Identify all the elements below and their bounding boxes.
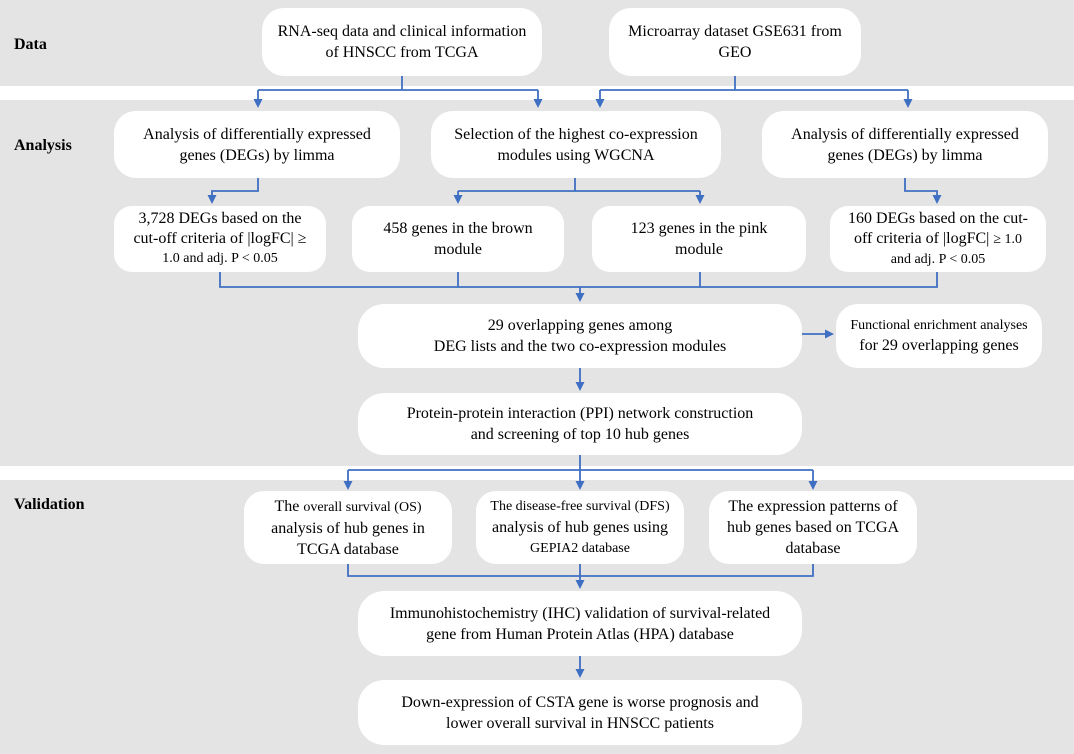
node-wgcna: Selection of the highest co-expression m… (431, 111, 721, 178)
node-brown-module: 458 genes in the brown module (352, 206, 564, 272)
node-degs-3728: 3,728 DEGs based on the cut-off criteria… (114, 206, 326, 272)
node-expression-patterns: The expression patterns of hub genes bas… (709, 491, 917, 564)
node-geo-source: Microarray dataset GSE631 from GEO (609, 8, 861, 76)
node-os-analysis: The overall survival (OS) analysis of hu… (244, 491, 452, 564)
node-pink-module: 123 genes in the pink module (592, 206, 806, 272)
node-deg-geo: Analysis of differentially expressed gen… (762, 111, 1048, 178)
node-overlap: 29 overlapping genes among DEG lists and… (358, 304, 802, 368)
arrow-merge-line (219, 272, 938, 288)
arrow-deg-geo-to-160 (904, 178, 942, 204)
section-label-analysis: Analysis (14, 137, 72, 154)
arrow-deg-tcga-to-3728 (207, 178, 259, 204)
node-dfs-analysis: The disease-free survival (DFS) analysis… (476, 491, 684, 564)
node-ppi: Protein-protein interaction (PPI) networ… (358, 393, 802, 455)
node-degs-160: 160 DEGs based on the cut- off criteria … (830, 206, 1046, 272)
section-label-validation: Validation (14, 496, 85, 513)
node-csta-conclusion: Down-expression of CSTA gene is worse pr… (358, 680, 802, 745)
node-tcga-source: RNA-seq data and clinical information of… (262, 8, 542, 76)
node-deg-tcga: Analysis of differentially expressed gen… (114, 111, 400, 178)
section-label-data: Data (14, 36, 47, 53)
node-ihc-validation: Immunohistochemistry (IHC) validation of… (358, 591, 802, 656)
node-enrichment: Functional enrichment analyses for 29 ov… (836, 304, 1042, 368)
